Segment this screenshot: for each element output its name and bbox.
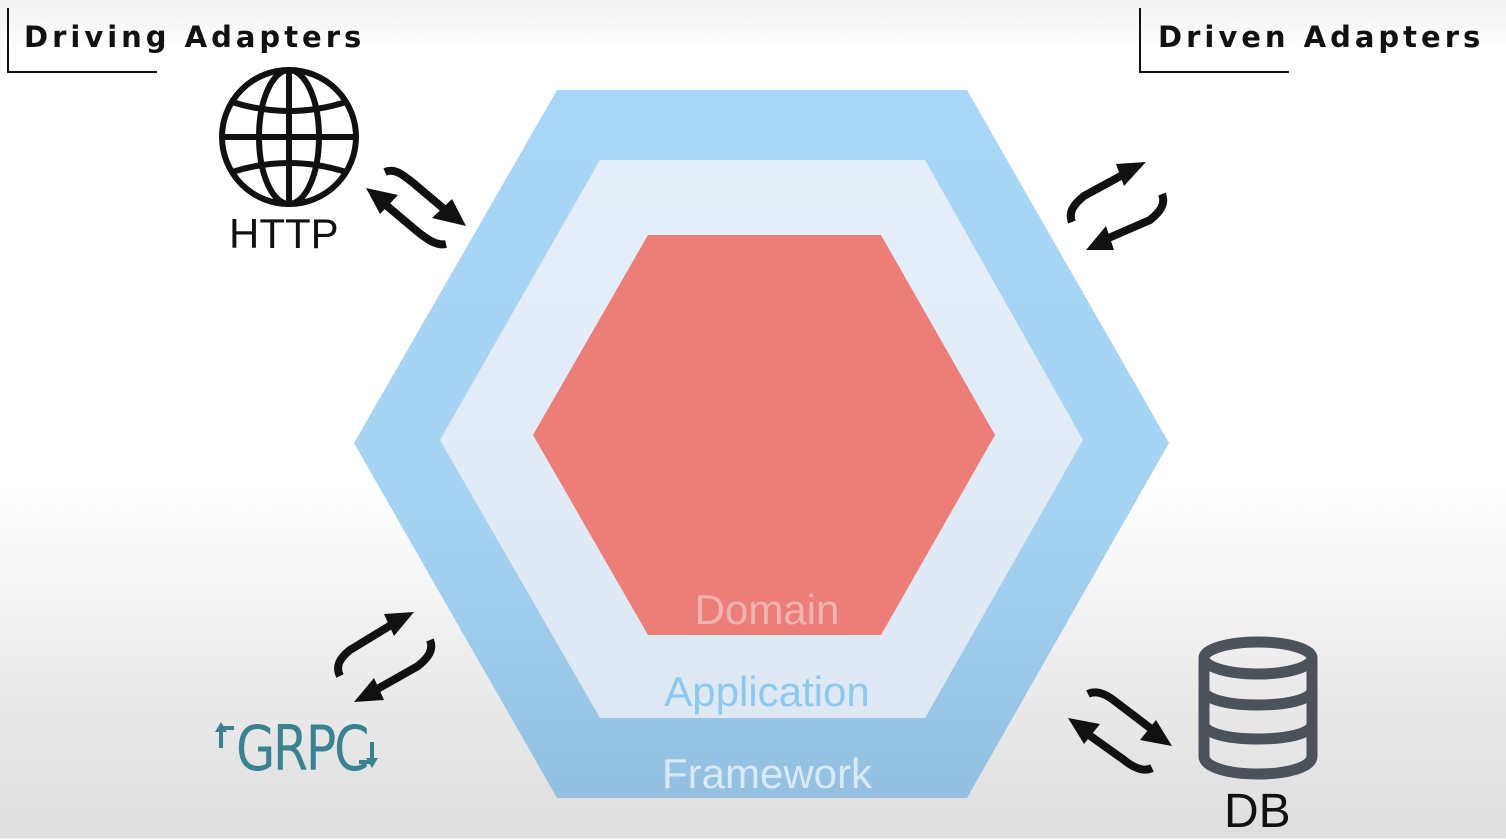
driven-top-arrows-icon — [1066, 162, 1168, 250]
domain-hexagon — [533, 235, 995, 635]
grpc-arrows-icon — [334, 612, 436, 702]
driving-bracket-bottom — [7, 71, 157, 73]
driving-adapters-title: Driving Adapters — [24, 20, 366, 54]
driven-bracket-left — [1139, 8, 1141, 72]
grpc-label: GRPC — [236, 712, 370, 785]
driven-bracket-bottom — [1139, 71, 1289, 73]
http-arrows-icon — [366, 166, 466, 249]
application-label: Application — [664, 668, 870, 715]
globe-icon — [219, 67, 359, 207]
db-arrows-icon — [1068, 688, 1172, 774]
driven-adapters-title: Driven Adapters — [1158, 20, 1485, 54]
db-label: DB — [1224, 785, 1291, 838]
grpc-logo — [215, 722, 378, 768]
http-label: HTTP — [229, 210, 339, 257]
driving-bracket-left — [7, 8, 9, 72]
database-icon — [1198, 636, 1318, 780]
framework-label: Framework — [661, 750, 873, 797]
domain-label: Domain — [694, 586, 840, 633]
